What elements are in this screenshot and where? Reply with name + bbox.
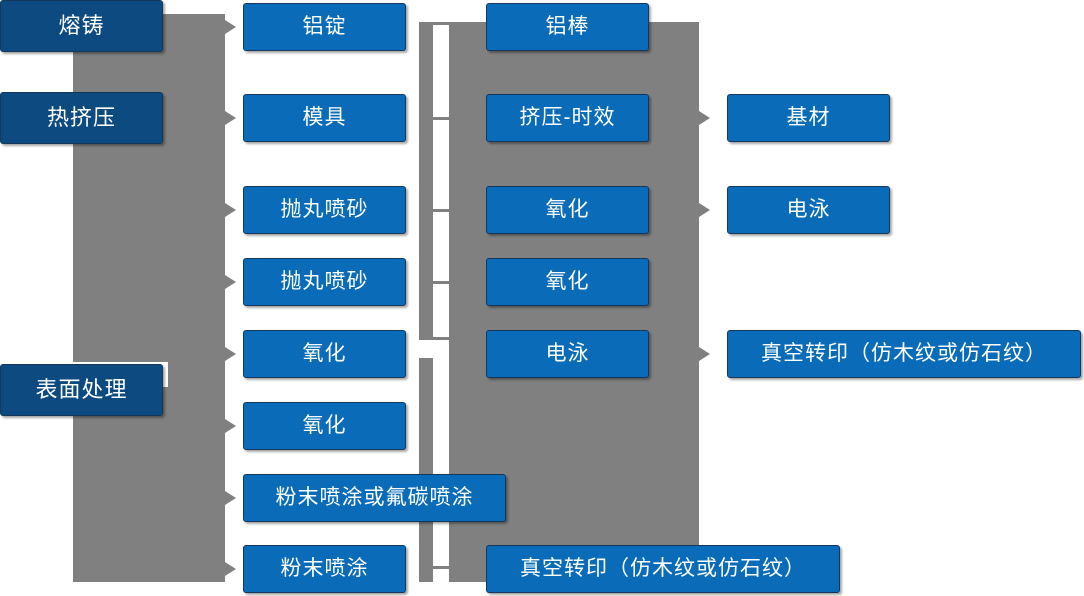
connector-rail-mid-left-lower xyxy=(419,358,433,582)
output-label: 基材 xyxy=(786,106,831,130)
process-label: 电泳 xyxy=(545,342,590,366)
process-label: 氧化 xyxy=(302,414,347,438)
connector-rail-mid-left-upper xyxy=(419,22,433,340)
process-box-c2[interactable]: 挤压-时效 xyxy=(486,94,649,142)
process-label: 挤压-时效 xyxy=(519,106,616,130)
process-box-b6[interactable]: 氧化 xyxy=(243,402,406,450)
process-box-c3[interactable]: 氧化 xyxy=(486,186,649,234)
process-label: 粉末喷涂或氟碳喷涂 xyxy=(275,486,474,510)
process-box-c6[interactable]: 真空转印（仿木纹或仿石纹） xyxy=(486,545,840,593)
arrow-to-b5 xyxy=(225,347,236,361)
process-box-b7[interactable]: 粉末喷涂或氟碳喷涂 xyxy=(243,474,506,522)
process-label: 抛丸喷砂 xyxy=(280,198,369,222)
stage-label: 热挤压 xyxy=(46,104,116,130)
process-box-b3[interactable]: 抛丸喷砂 xyxy=(243,186,406,234)
output-box-d1[interactable]: 基材 xyxy=(727,94,890,142)
process-label: 铝棒 xyxy=(545,15,590,39)
connector-stub-c2 xyxy=(433,117,451,120)
connector-stub-c6 xyxy=(433,566,451,569)
arrow-to-b3 xyxy=(225,203,236,217)
process-label: 真空转印（仿木纹或仿石纹） xyxy=(520,557,806,581)
stage-box-surface-treatment[interactable]: 表面处理 xyxy=(0,364,163,416)
arrow-to-b1 xyxy=(225,20,236,34)
arrow-to-b8 xyxy=(225,562,236,576)
output-label: 真空转印（仿木纹或仿石纹） xyxy=(761,342,1047,366)
connector-stub-surface-treatment xyxy=(160,387,182,390)
output-label: 电泳 xyxy=(786,198,831,222)
arrow-to-d2 xyxy=(699,203,710,217)
arrow-to-b4 xyxy=(225,275,236,289)
process-label: 铝锭 xyxy=(302,15,347,39)
connector-stub-c5 xyxy=(433,337,451,340)
process-label: 氧化 xyxy=(545,270,590,294)
process-box-c4[interactable]: 氧化 xyxy=(486,258,649,306)
arrow-to-d1 xyxy=(699,111,710,125)
process-label: 氧化 xyxy=(545,198,590,222)
arrow-to-b7 xyxy=(225,491,236,505)
process-box-b2[interactable]: 模具 xyxy=(243,94,406,142)
arrow-to-b2 xyxy=(225,111,236,125)
process-label: 粉末喷涂 xyxy=(280,557,369,581)
connector-stub-c3 xyxy=(433,209,451,212)
stage-box-melt-cast[interactable]: 熔铸 xyxy=(0,0,163,52)
process-box-b8[interactable]: 粉末喷涂 xyxy=(243,545,406,593)
process-box-c5[interactable]: 电泳 xyxy=(486,330,649,378)
connector-stub-c1 xyxy=(433,22,451,25)
stage-label: 熔铸 xyxy=(58,12,105,38)
process-label: 氧化 xyxy=(302,342,347,366)
output-box-d3[interactable]: 真空转印（仿木纹或仿石纹） xyxy=(727,330,1081,378)
process-box-b1[interactable]: 铝锭 xyxy=(243,3,406,51)
arrow-to-b6 xyxy=(225,419,236,433)
output-box-d2[interactable]: 电泳 xyxy=(727,186,890,234)
stage-label: 表面处理 xyxy=(35,376,128,402)
process-box-c1[interactable]: 铝棒 xyxy=(486,3,649,51)
arrow-to-d3 xyxy=(699,347,710,361)
process-label: 抛丸喷砂 xyxy=(280,270,369,294)
connector-stub-c4 xyxy=(433,281,451,284)
process-label: 模具 xyxy=(302,106,347,130)
stage-box-hot-extrusion[interactable]: 热挤压 xyxy=(0,92,163,144)
process-box-b5[interactable]: 氧化 xyxy=(243,330,406,378)
process-box-b4[interactable]: 抛丸喷砂 xyxy=(243,258,406,306)
